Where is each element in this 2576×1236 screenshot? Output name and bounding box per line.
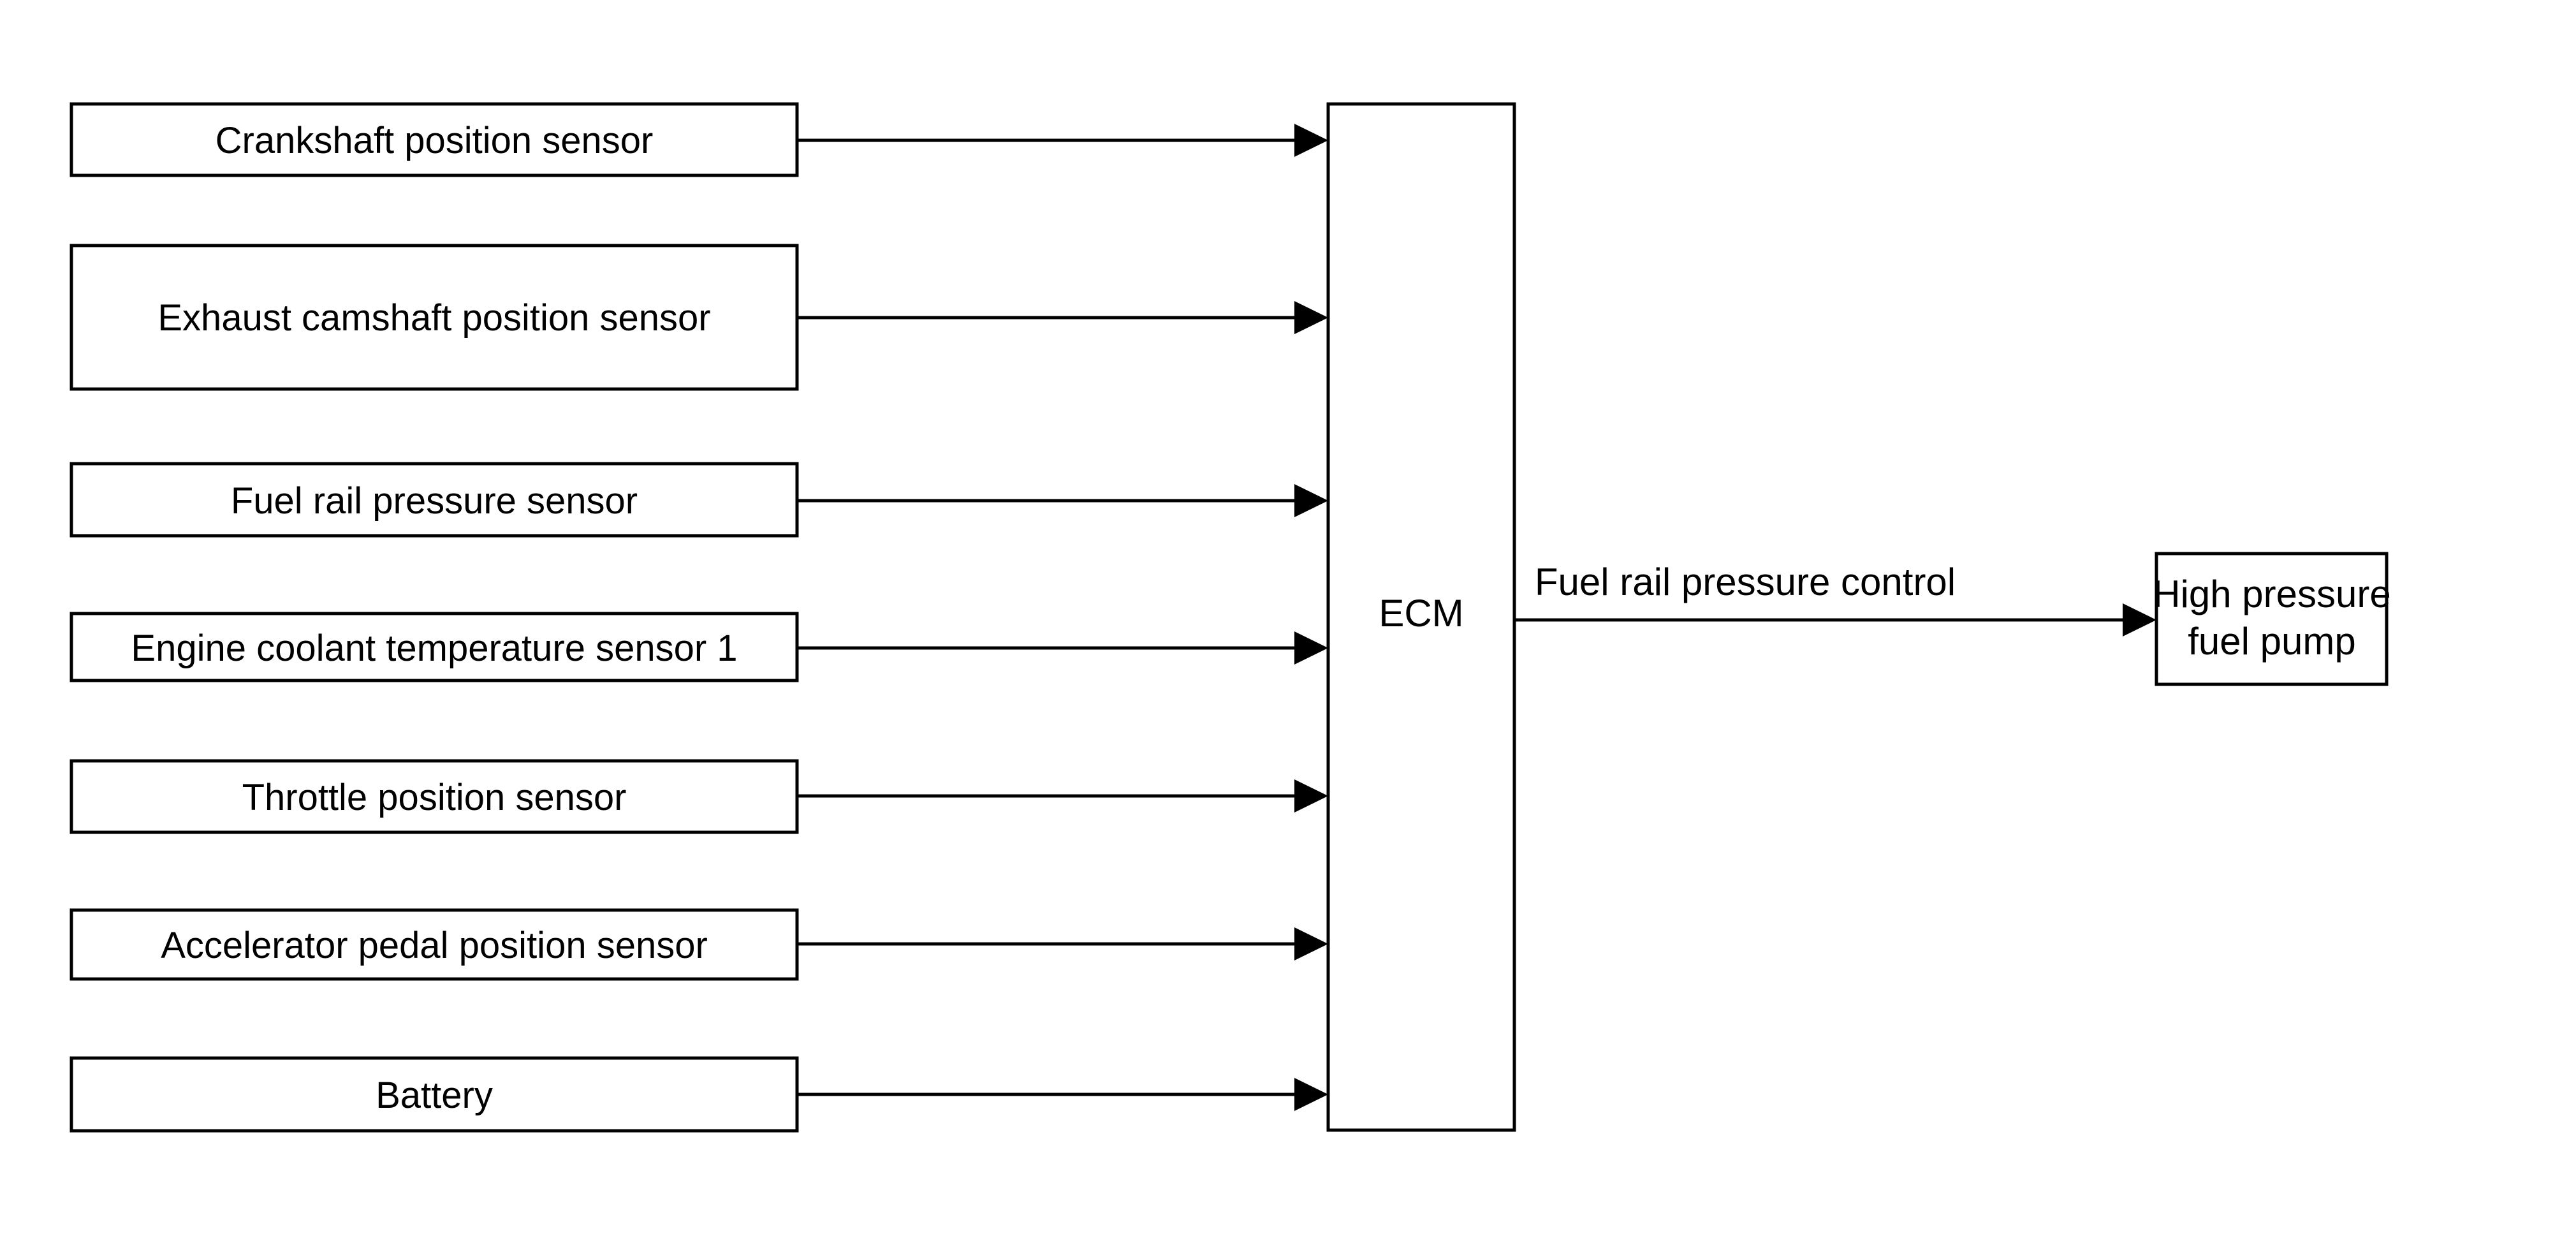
arrow-head-icon: [1294, 779, 1328, 813]
arrow-head-icon: [1294, 124, 1328, 157]
node-label: Throttle position sensor: [242, 777, 627, 818]
arrow-head-icon: [1294, 631, 1328, 665]
node-label-line-2: fuel pump: [2188, 620, 2356, 663]
node-box: [70, 462, 799, 538]
node-label: Crankshaft position sensor: [216, 120, 654, 161]
node-high-pressure-fuel-pump[interactable]: High pressure fuel pump: [2153, 552, 2391, 686]
connector-accelerator-pedal-to-ecm: [797, 927, 1328, 960]
node-label: Engine coolant temperature sensor 1: [131, 628, 737, 669]
connector-throttle-to-ecm: [797, 779, 1328, 813]
arrow-head-icon: [1294, 484, 1328, 517]
arrow-head-icon: [1294, 927, 1328, 960]
node-label: Battery: [376, 1075, 493, 1116]
node-label: Exhaust camshaft position sensor: [157, 297, 710, 339]
node-box: [2155, 552, 2389, 686]
connector-exhaust-camshaft-to-ecm: [797, 301, 1328, 334]
node-crankshaft-position-sensor[interactable]: Crankshaft position sensor: [70, 102, 799, 177]
node-engine-coolant-temperature-sensor-1[interactable]: Engine coolant temperature sensor 1: [70, 612, 799, 682]
arrow-head-icon: [1294, 301, 1328, 334]
node-exhaust-camshaft-position-sensor[interactable]: Exhaust camshaft position sensor: [70, 244, 799, 391]
connector-battery-to-ecm: [797, 1078, 1328, 1111]
connector-crankshaft-to-ecm: [797, 124, 1328, 157]
node-accelerator-pedal-position-sensor[interactable]: Accelerator pedal position sensor: [70, 908, 799, 981]
node-box: [70, 1056, 799, 1133]
ecm-label: ECM: [1379, 592, 1463, 635]
arrow-head-icon: [1294, 1078, 1328, 1111]
node-label: Fuel rail pressure sensor: [231, 480, 638, 522]
node-battery[interactable]: Battery: [70, 1056, 799, 1133]
edge-label-fuel-rail-pressure-control: Fuel rail pressure control: [1535, 561, 1956, 603]
node-box: [70, 612, 799, 682]
connector-ecm-to-high-pressure-fuel-pump: Fuel rail pressure control: [1514, 561, 2156, 636]
ecm-box: [1326, 102, 1516, 1132]
node-box: [70, 102, 799, 177]
arrow-head-icon: [2123, 603, 2156, 636]
node-fuel-rail-pressure-sensor[interactable]: Fuel rail pressure sensor: [70, 462, 799, 538]
node-ecm[interactable]: ECM: [1326, 102, 1516, 1132]
node-label: Accelerator pedal position sensor: [161, 925, 708, 966]
node-box: [70, 244, 799, 391]
node-throttle-position-sensor[interactable]: Throttle position sensor: [70, 759, 799, 834]
node-label-line-1: High pressure: [2153, 573, 2391, 615]
connector-fuel-rail-pressure-to-ecm: [797, 484, 1328, 517]
connector-engine-coolant-to-ecm: [797, 631, 1328, 665]
